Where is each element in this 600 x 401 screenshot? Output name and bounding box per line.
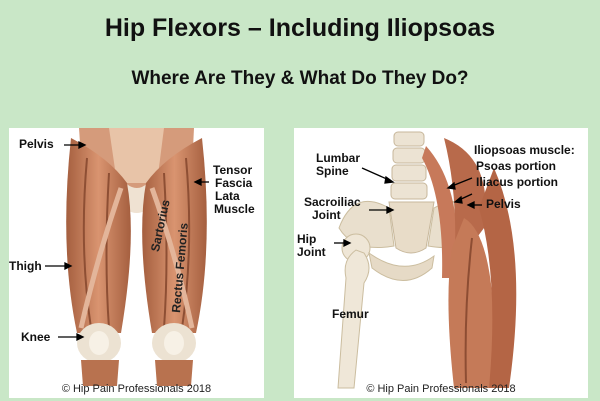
iliacus-portion-label: Iliacus portion xyxy=(476,175,559,189)
spine-label: Spine xyxy=(316,164,349,178)
hip-joint-label: Joint xyxy=(297,245,326,259)
hip-anatomy-illustration-panel: Lumbar Spine Sacroiliac Joint Hip Joint … xyxy=(294,128,588,398)
lata-label: Lata xyxy=(215,189,240,203)
tensor-label: Tensor xyxy=(213,163,253,177)
thigh-muscles-illustration xyxy=(45,128,209,386)
iliopsoas-label: Iliopsoas muscle: xyxy=(474,143,575,157)
sacroiliac-label: Sacroiliac xyxy=(304,195,361,209)
knee-label: Knee xyxy=(21,330,51,344)
hip-anatomy-illustration xyxy=(334,131,517,389)
femur-label: Femur xyxy=(332,307,369,321)
label-arrows xyxy=(334,167,482,248)
hip-label: Hip xyxy=(297,232,317,246)
copyright-text: © Hip Pain Professionals 2018 xyxy=(61,383,212,395)
copyright-text: © Hip Pain Professionals 2018 xyxy=(366,383,516,395)
muscle-label: Muscle xyxy=(214,202,255,216)
psoas-portion-label: Psoas portion xyxy=(476,159,557,173)
page-title: Hip Flexors – Including Iliopsoas xyxy=(104,14,496,42)
pelvis-label: Pelvis xyxy=(19,137,54,151)
label-arrows xyxy=(45,140,209,342)
page-subtitle: Where Are They & What Do They Do? xyxy=(131,68,469,89)
lumbar-label: Lumbar xyxy=(316,151,361,165)
sacroiliac-joint-label: Joint xyxy=(312,208,341,222)
fascia-label: Fascia xyxy=(215,176,253,190)
pelvis-label: Pelvis xyxy=(486,197,521,211)
thigh-label: Thigh xyxy=(9,259,42,273)
thigh-muscles-illustration-panel: Pelvis Tensor Fascia Lata Muscle Thigh K… xyxy=(9,128,264,398)
